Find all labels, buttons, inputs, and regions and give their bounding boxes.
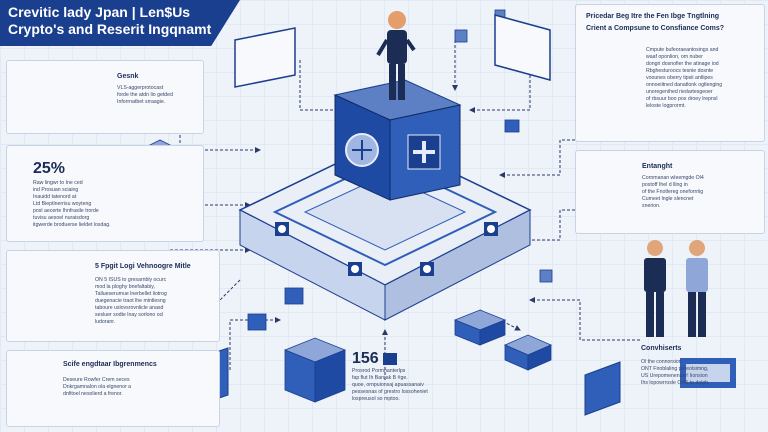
right-panel-1-title: Pricedar Beg Itre the Fen Ibge Tngtlning <box>586 13 720 20</box>
title-banner: Crevitic lady Jpan | Len$Us Crypto's and… <box>0 0 240 46</box>
left-panel-4: Scife engdtaar Ibgrenmencs Deseure Rowfe… <box>6 350 220 427</box>
standing-figure <box>376 11 416 100</box>
left-panel-4-title: Scife engdtaar Ibgrenmencs <box>63 361 157 368</box>
stat-156: 156 <box>352 350 379 367</box>
central-cube <box>333 79 462 201</box>
right-panel-2-title: Entanght <box>642 163 673 170</box>
title-line-2: Crypto's and Reserit Ingqnamt <box>8 21 212 37</box>
right-panel-1: Pricedar Beg Itre the Fen Ibge Tngtlning… <box>575 4 765 142</box>
two-figures <box>644 240 708 337</box>
title-line-1: Crevitic lady Jpan | Len$Us <box>8 4 191 20</box>
left-panel-1-title: Gesnk <box>117 73 139 80</box>
chart-icon <box>382 353 397 365</box>
left-panel-3-title: 5 Fpgit Logi Vehnoogre Mitle <box>95 263 191 270</box>
right-panel-1-subtitle: Crient a Compsune to Consfiance Coms? <box>586 25 725 32</box>
left-panel-3: 5 Fpgit Logi Vehnoogre Mitle ON 5 ISUS t… <box>6 250 220 342</box>
stat-25-percent: 25% <box>33 160 66 177</box>
right-panel-3-title: Convhiserts <box>641 345 682 352</box>
base-badges <box>275 222 498 276</box>
